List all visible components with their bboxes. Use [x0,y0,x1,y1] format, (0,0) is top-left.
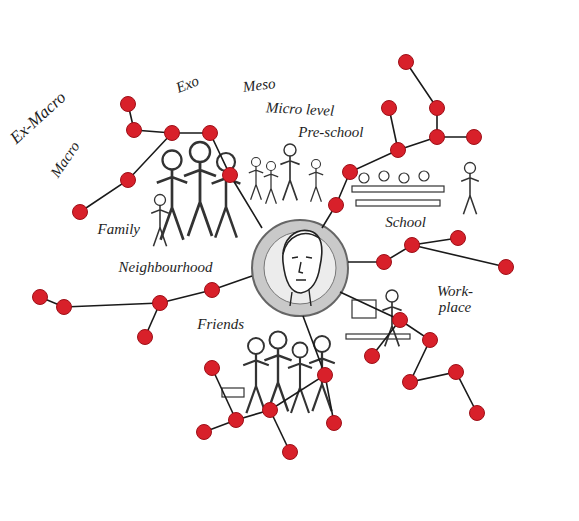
preschool-figure [280,144,299,200]
network-line [128,104,262,228]
network-dot [405,238,420,253]
network-dot [403,375,418,390]
friend-figure [243,338,269,413]
network-dot [343,165,358,180]
setting-label: Family [97,222,141,238]
setting-label-anchor: School [385,215,427,231]
network-dot [165,126,180,141]
pupil-head [419,171,429,181]
network-line [204,316,325,432]
preschool-figure [249,158,263,200]
centre-ring [252,220,348,316]
level-label-anchor: Meso [242,76,276,96]
level-label: Macro [48,139,83,181]
setting-label: Friends [197,317,245,333]
pupil-head [379,171,389,181]
network-dot [451,231,466,246]
setting-label-anchor: Pre-school [297,125,364,141]
network-dot [121,173,136,188]
setting-label-anchor: Friends [197,317,245,333]
network-dot [138,330,153,345]
level-label: Ex-Macro [7,89,70,148]
micro-level-area-ellipse [77,94,504,451]
head-sketch [283,230,322,293]
network-dot [283,445,298,460]
network-dot [329,198,344,213]
ex-macro-ring: Micro level Meso ExoMacroEx-Macro [8,26,572,518]
network-dot [127,123,142,138]
network-dot [430,130,445,145]
network-dot [391,143,406,158]
level-label: Exo [174,73,202,96]
level-label: Micro level [266,100,335,119]
level-label-anchor: Macro [48,139,83,181]
school-desk [352,186,444,192]
network-dot [382,101,397,116]
network-dot [399,55,414,70]
school-desk [356,200,440,206]
face-lines [283,234,319,306]
network-line [406,62,474,137]
network-dot [365,349,380,364]
macro-band-ellipse [23,40,558,505]
meso-band-ellipse [59,76,522,469]
network-dot [73,205,88,220]
network-line [80,133,172,212]
network-dot [205,361,220,376]
preschool-figure [264,162,278,204]
ex-macro-ring-ellipse [9,27,571,517]
network-dot [499,260,514,275]
network-dot [263,403,278,418]
level-label: Meso [242,76,276,96]
setting-label: Neighbourhood [118,260,213,276]
network-line [412,245,506,267]
network-dot [197,425,212,440]
network-dot [423,333,438,348]
office-desk [346,334,410,339]
network-dot [229,413,244,428]
friend-figure [309,336,335,411]
network-dot [33,290,48,305]
network-dot [121,97,136,112]
network-dot [467,130,482,145]
macro-band: Micro level Meso ExoMacro [22,39,558,505]
network-line [212,368,236,420]
exo-band: Micro level Meso Exo [40,57,540,487]
network-dot [203,126,218,141]
network-line [348,238,458,262]
network-dot [430,101,445,116]
exo-band-outline [40,57,540,487]
network-dot [153,296,168,311]
setting-label-anchor: Family [97,222,141,238]
preschool-figure [309,160,323,202]
setting-label: Pre-school [297,125,364,141]
network-dot [318,368,333,383]
network-dot [223,168,238,183]
network-dot [393,313,408,328]
setting-label: Work-place [437,284,473,316]
pupil-head [399,173,409,183]
ex-macro-ring-outline [8,26,572,518]
setting-label-anchor: Neighbourhood [118,260,213,276]
network-dot [327,416,342,431]
level-label-anchor: Exo [174,73,202,96]
setting-label-anchor: Work-place [437,284,475,316]
network-dot [449,365,464,380]
teacher-figure [461,163,479,215]
network-dot [377,255,392,270]
level-label-anchor: Micro level [266,100,335,119]
pupil-head [359,173,369,183]
exo-band-ellipse [41,58,540,487]
level-label-anchor: Ex-Macro [7,89,70,148]
family-figure [151,195,169,247]
network-dot [57,300,72,315]
setting-label: School [385,215,427,231]
family-figure [184,142,216,236]
network-dot [470,406,485,421]
network-dot [205,283,220,298]
network-line [40,276,252,307]
friend-figure [288,343,312,414]
